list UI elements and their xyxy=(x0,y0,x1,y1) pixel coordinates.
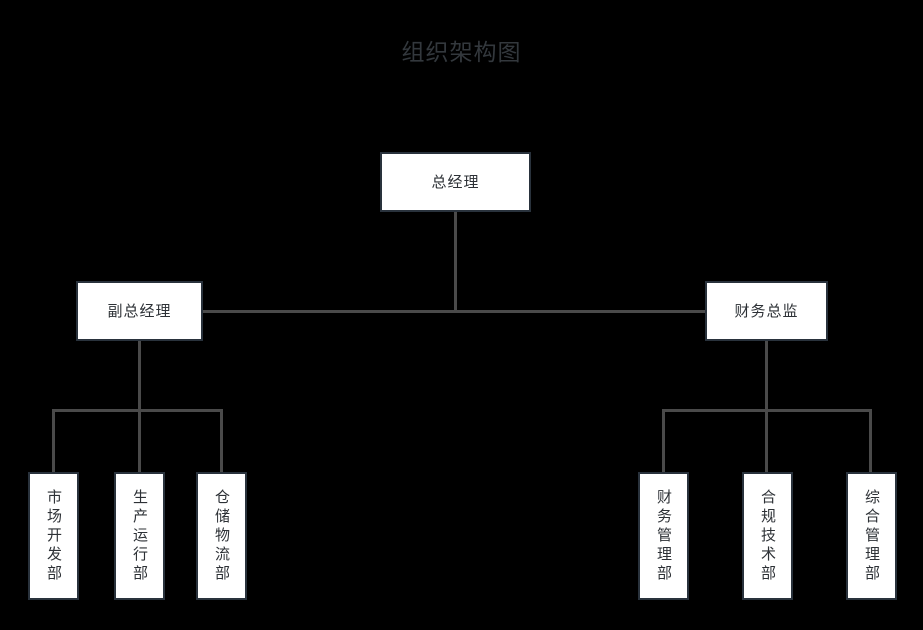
node-compliance-technology-dept[interactable]: 合规技术部 xyxy=(742,472,793,600)
node-warehouse-logistics-dept[interactable]: 仓储物流部 xyxy=(196,472,247,600)
node-finance-director[interactable]: 财务总监 xyxy=(705,281,828,341)
node-market-development-dept[interactable]: 市场开发部 xyxy=(28,472,79,600)
node-label: 综合管理部 xyxy=(863,488,881,584)
node-label: 财务总监 xyxy=(734,301,799,320)
connector-gm-stem xyxy=(454,212,457,311)
connector-drop-admin xyxy=(869,409,872,472)
node-label: 市场开发部 xyxy=(45,488,63,584)
page-title: 组织架构图 xyxy=(401,40,522,66)
connector-drop-prod xyxy=(138,409,141,472)
node-label: 副总经理 xyxy=(107,301,172,320)
node-deputy-general-manager[interactable]: 副总经理 xyxy=(76,281,203,341)
connector-drop-mkt xyxy=(52,409,55,472)
node-general-administration-dept[interactable]: 综合管理部 xyxy=(846,472,897,600)
node-production-operations-dept[interactable]: 生产运行部 xyxy=(114,472,165,600)
connector-drop-fin xyxy=(662,409,665,472)
node-label: 生产运行部 xyxy=(131,488,149,584)
connector-cfo-stem xyxy=(765,341,768,411)
node-label: 仓储物流部 xyxy=(213,488,231,584)
node-label: 合规技术部 xyxy=(759,488,777,584)
connector-level2-bus xyxy=(203,310,706,313)
connector-left-children-bus xyxy=(52,409,223,412)
node-label: 财务管理部 xyxy=(655,488,673,584)
node-label: 总经理 xyxy=(431,172,480,191)
connector-deputy-stem xyxy=(138,341,141,411)
connector-drop-logi xyxy=(220,409,223,472)
connector-drop-comp xyxy=(765,409,768,472)
node-general-manager[interactable]: 总经理 xyxy=(380,152,531,212)
node-financial-management-dept[interactable]: 财务管理部 xyxy=(638,472,689,600)
